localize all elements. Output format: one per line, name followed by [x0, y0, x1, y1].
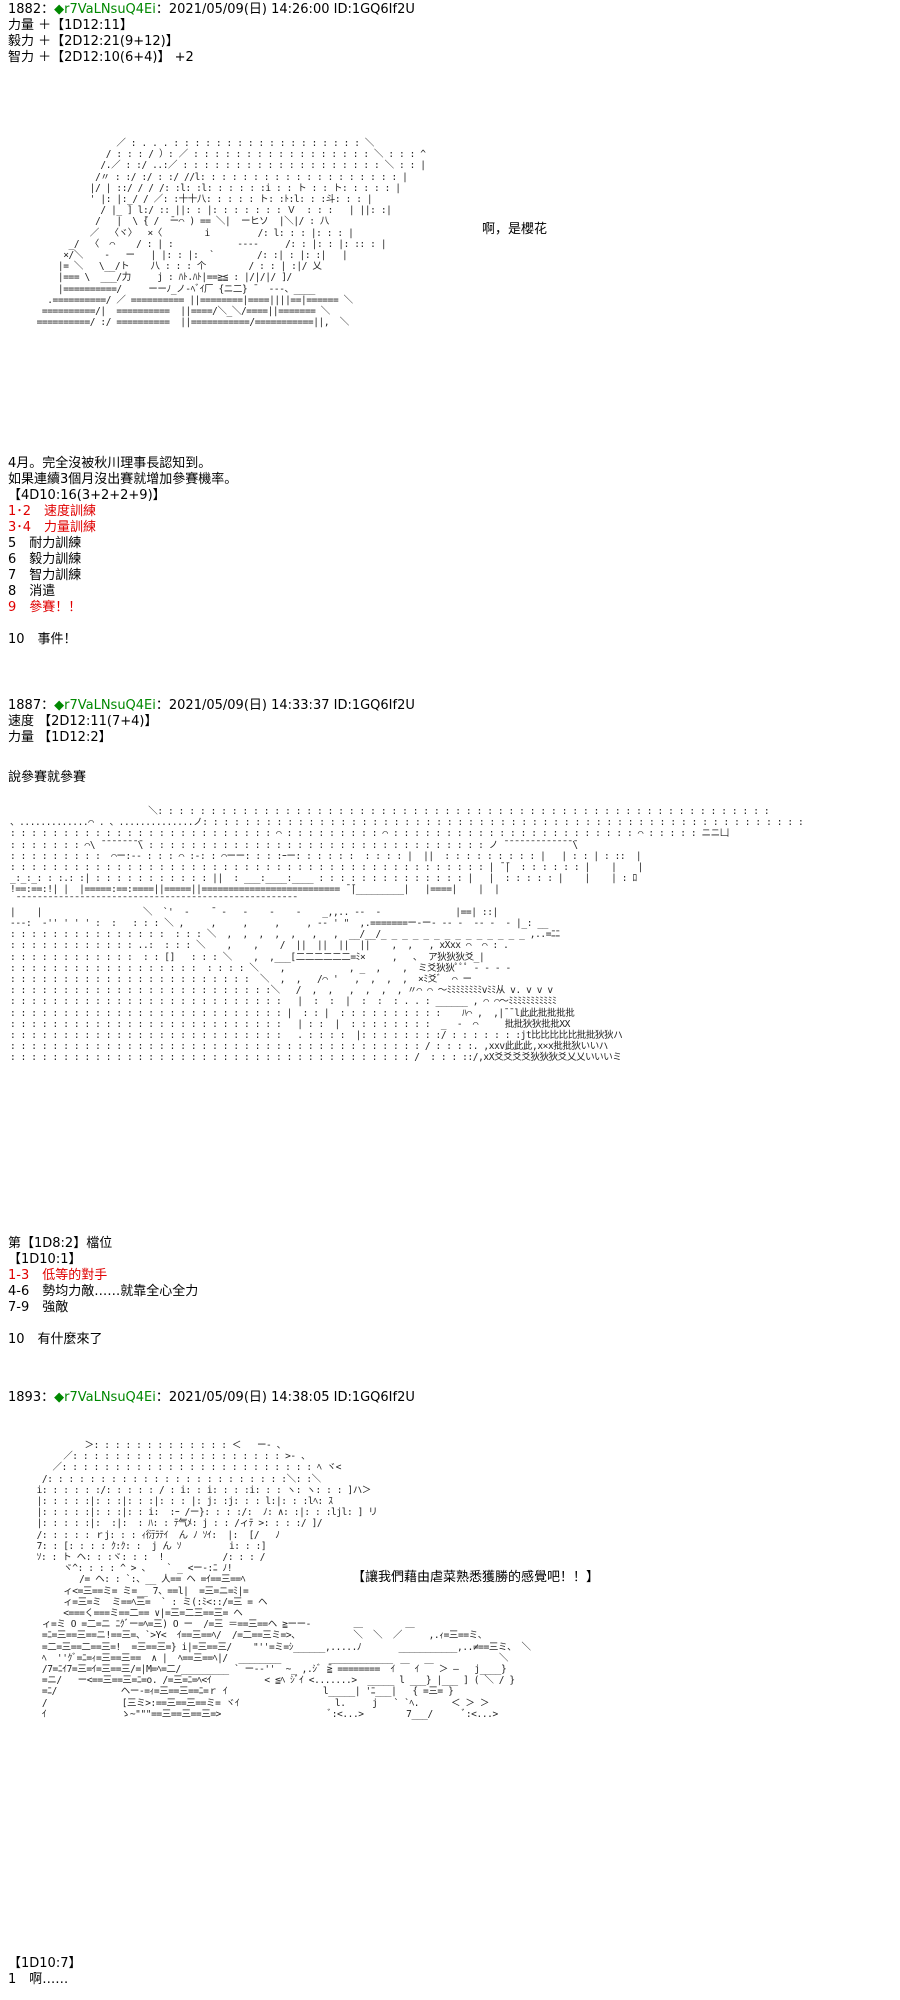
body-block-2: 第【1D8:2】檔位 【1D10:1】 1-3 低等的對手 4-6 勢均力敵………: [8, 1236, 198, 1348]
rank-line: 第【1D8:2】檔位: [8, 1236, 113, 1251]
option-weak: 1-3 低等的對手: [8, 1268, 108, 1283]
body-block-1: 4月。完全沒被秋川理事長認知到。 如果連續3個月沒出賽就增加參賽機率。 【4D1…: [8, 456, 237, 648]
option-stamina: 5 耐力訓練: [8, 536, 82, 551]
body-block-3: 【1D10:7】 1 啊……: [8, 1956, 81, 1988]
speech-rider: 【讓我們藉由虐菜熟悉獲勝的感覺吧！！】: [352, 1570, 600, 1585]
option-wisdom: 7 智力訓練: [8, 568, 82, 583]
option-power: 3･4 力量訓練: [8, 520, 97, 535]
post-separator: ：: [41, 2, 55, 17]
body-line: 如果連續3個月沒出賽就增加參賽機率。: [8, 472, 238, 487]
option-strong: 7-9 強敵: [8, 1300, 69, 1315]
stats-block-1: 力量 ＋【1D12:11】 毅力 ＋【2D12:21(9+12)】 智力 ＋【2…: [8, 18, 194, 66]
option-leisure: 8 消遣: [8, 584, 56, 599]
post-number: 1887: [8, 698, 42, 713]
stat-line: 力量 ＋【1D12:11】: [8, 18, 133, 33]
tripcode[interactable]: ◆r7VaLNsuQ4Ei: [54, 1390, 156, 1405]
body-line-race: 說參賽就參賽: [8, 770, 87, 785]
option-line: 1 啊……: [8, 1972, 69, 1987]
roll-result: 【1D10:7】: [8, 1956, 82, 1971]
stats-block-2: 速度 【2D12:11(7+4)】 力量 【1D12:2】: [8, 714, 157, 746]
tripcode[interactable]: ◆r7VaLNsuQ4Ei: [54, 2, 156, 17]
post-meta: ：2021/05/09(日) 14:33:37 ID:1GQ6If2U: [155, 698, 415, 713]
speech-sakura: 啊，是櫻花: [482, 222, 548, 237]
post-number: 1882: [8, 2, 42, 17]
post-separator: ：: [41, 698, 55, 713]
post-meta: ：2021/05/09(日) 14:26:00 ID:1GQ6If2U: [155, 2, 415, 17]
option-even: 4-6 勢均力敵……就靠全心全力: [8, 1284, 199, 1299]
roll-result: 【1D10:1】: [8, 1252, 82, 1267]
ascii-art-sakura-girl: ／ : . . . : : : : : : : : : : : : : : : …: [36, 138, 426, 329]
stat-line: 智力 ＋【2D12:10(6+4)】 +2: [8, 50, 194, 65]
body-line: 4月。完全沒被秋川理事長認知到。: [8, 456, 212, 471]
stat-line: 力量 【1D12:2】: [8, 730, 112, 745]
option-event: 10 事件！: [8, 632, 77, 647]
option-speed: 1･2 速度訓練: [8, 504, 97, 519]
stat-line: 速度 【2D12:11(7+4)】: [8, 714, 158, 729]
option-race: 9 參賽！！: [8, 600, 82, 615]
post-number: 1893: [8, 1390, 42, 1405]
roll-result: 【4D10:16(3+2+2+9)】: [8, 488, 166, 503]
ascii-art-racecourse: ＼: : : : : : : : : : : : : : : : : : : :…: [10, 806, 804, 1064]
stat-line: 毅力 ＋【2D12:21(9+12)】: [8, 34, 179, 49]
post-header-1882: 1882：◆r7VaLNsuQ4Ei：2021/05/09(日) 14:26:0…: [8, 2, 415, 18]
post-header-1887: 1887：◆r7VaLNsuQ4Ei：2021/05/09(日) 14:33:3…: [8, 698, 415, 714]
ascii-art-rider-horse: ＞: : : : : : : : : : : : : ＜ ー- 、 ／: : :…: [36, 1440, 531, 1720]
post-meta: ：2021/05/09(日) 14:38:05 ID:1GQ6If2U: [155, 1390, 415, 1405]
option-event: 10 有什麼來了: [8, 1332, 103, 1347]
post-separator: ：: [41, 1390, 55, 1405]
option-guts: 6 毅力訓練: [8, 552, 82, 567]
tripcode[interactable]: ◆r7VaLNsuQ4Ei: [54, 698, 156, 713]
post-header-1893: 1893：◆r7VaLNsuQ4Ei：2021/05/09(日) 14:38:0…: [8, 1390, 415, 1406]
